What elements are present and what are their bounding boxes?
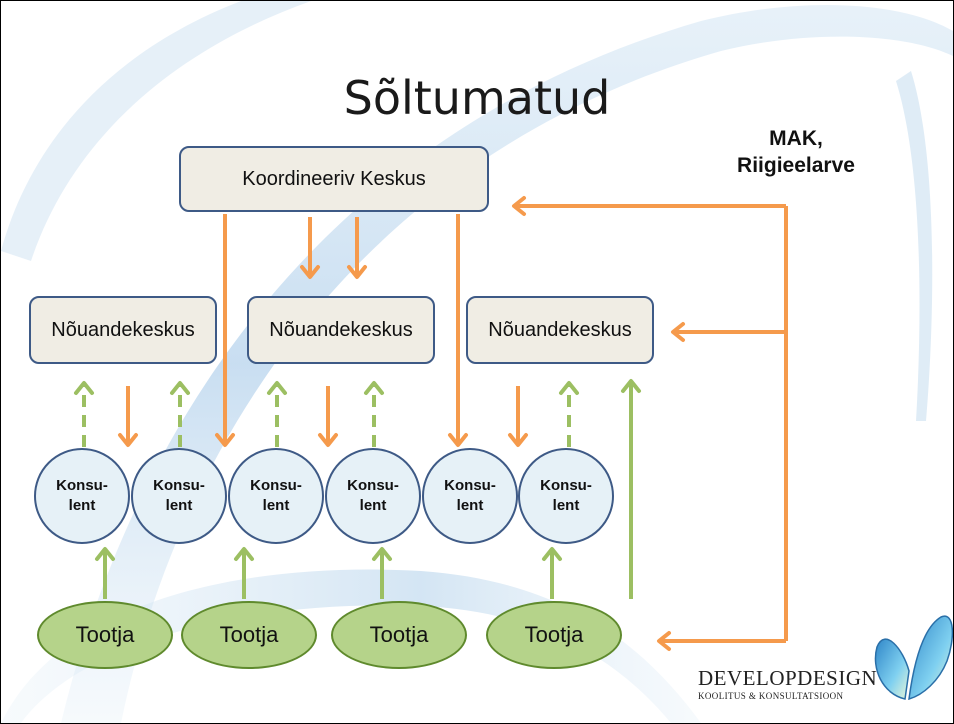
- consultant-label-line1: Konsu-: [56, 477, 108, 494]
- arrow-producer-2-to-consultant-head: [234, 547, 254, 561]
- producer-label: Tootja: [219, 622, 279, 647]
- consultant-label-line2: lent: [68, 497, 96, 514]
- arrow-advisory-2-to-consultant-head: [318, 433, 338, 447]
- consultant-label-line1: Konsu-: [250, 477, 302, 494]
- consultant-circle-1: Konsu-lent: [34, 448, 130, 544]
- arrow-advisory-1-to-consultant-head: [118, 433, 138, 447]
- advisory-center-label: Nõuandekeskus: [488, 318, 632, 341]
- butterfly-logo-icon: [874, 615, 953, 701]
- producer-label: Tootja: [75, 622, 135, 647]
- advisory-center-1: Nõuandekeskus: [29, 296, 217, 364]
- arrow-consultant-1-to-advisory-head: [74, 381, 94, 395]
- arrow-consultant-2-to-advisory-head: [170, 381, 190, 395]
- consultant-label-line2: lent: [456, 497, 484, 514]
- advisory-center-3: Nõuandekeskus: [466, 296, 654, 364]
- funding-line1: MAK,: [769, 127, 823, 150]
- funding-to-producers-head: [657, 631, 671, 651]
- producer-label: Tootja: [369, 622, 429, 647]
- producer-ellipse-1: Tootja: [37, 601, 173, 669]
- slide-title: Sõltumatud: [343, 71, 611, 125]
- consultant-label-line1: Konsu-: [540, 477, 592, 494]
- consultant-label-line2: lent: [552, 497, 580, 514]
- arrow-consultant-4-to-advisory-head: [364, 381, 384, 395]
- arrow-consultant-6-to-advisory-head: [559, 381, 579, 395]
- arrow-coordinator-to-consultant-2-head: [215, 433, 235, 447]
- consultant-label-line2: lent: [359, 497, 387, 514]
- arrow-producer-3-to-consultant-head: [372, 547, 392, 561]
- coordinator-label: Koordineeriv Keskus: [242, 167, 426, 190]
- arrow-coordinator-to-advisory-2b-head: [347, 265, 367, 279]
- arrow-coordinator-to-advisory-2a-head: [300, 265, 320, 279]
- arrow-producer-to-advisory-3-head: [621, 379, 641, 393]
- consultant-circle-4: Konsu-lent: [325, 448, 421, 544]
- consultant-circle-5: Konsu-lent: [422, 448, 518, 544]
- consultant-circle-2: Konsu-lent: [131, 448, 227, 544]
- arrow-producer-4-to-consultant-head: [542, 547, 562, 561]
- funding-line2: Riigieelarve: [737, 154, 855, 177]
- advisory-center-label: Nõuandekeskus: [269, 318, 413, 341]
- consultant-label-line2: lent: [262, 497, 290, 514]
- consultant-label-line1: Konsu-: [444, 477, 496, 494]
- producer-label: Tootja: [524, 622, 584, 647]
- consultant-label-line1: Konsu-: [153, 477, 205, 494]
- arrow-producer-1-to-consultant-head: [95, 547, 115, 561]
- funding-source-label: MAK, Riigieelarve: [701, 125, 891, 179]
- producer-ellipse-4: Tootja: [486, 601, 622, 669]
- arrow-consultant-3-to-advisory-head: [267, 381, 287, 395]
- producer-ellipse-2: Tootja: [181, 601, 317, 669]
- advisory-center-label: Nõuandekeskus: [51, 318, 195, 341]
- consultant-circle-6: Konsu-lent: [518, 448, 614, 544]
- funding-to-coordinator-head: [512, 196, 526, 216]
- consultant-label-line1: Konsu-: [347, 477, 399, 494]
- advisory-center-2: Nõuandekeskus: [247, 296, 435, 364]
- consultant-label-line2: lent: [165, 497, 193, 514]
- coordinator-box: Koordineeriv Keskus: [179, 146, 489, 212]
- producer-ellipse-3: Tootja: [331, 601, 467, 669]
- logo-wordmark: DEVELOPDESIGN: [698, 666, 878, 690]
- logo-tagline: KOOLITUS & KONSULTATSIOON: [698, 691, 844, 701]
- consultant-circle-3: Konsu-lent: [228, 448, 324, 544]
- arrow-advisory-3-to-consultant-head: [508, 433, 528, 447]
- funding-to-advisory-3-head: [671, 322, 685, 342]
- arrow-coordinator-to-consultant-5-head: [448, 433, 468, 447]
